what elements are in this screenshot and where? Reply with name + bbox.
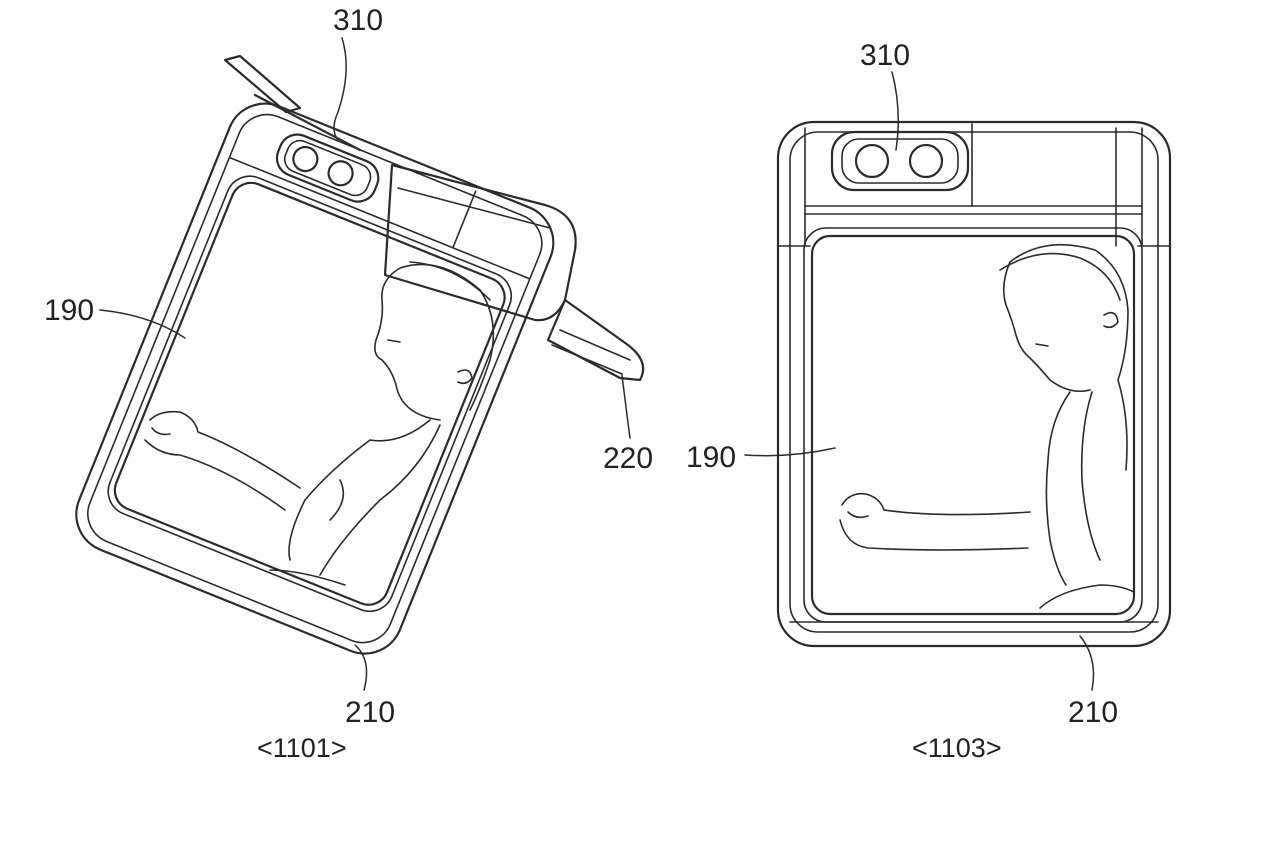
leader-210-1103 (1079, 635, 1095, 691)
display-screen-1101 (113, 181, 506, 606)
figure-caption-1103: <1103> (912, 733, 1002, 763)
camera-lens-icon (292, 145, 319, 173)
label-camera-310: 310 (333, 4, 383, 37)
camera-lens-icon (327, 160, 354, 187)
camera-module-1101 (275, 133, 380, 203)
device-housing-1101 (75, 102, 555, 655)
camera-lens-icon (854, 143, 890, 179)
hinge-stand-220 (546, 298, 645, 382)
figure-1103: 310 190 210 <1103> (686, 39, 1172, 763)
label-camera-310: 310 (860, 39, 910, 72)
person-illustration-1101 (144, 261, 495, 586)
label-display-190: 190 (44, 294, 94, 327)
camera-lens-icon (908, 143, 944, 179)
leader-210-1101 (354, 644, 368, 691)
leader-190-1103 (744, 447, 836, 457)
figure-1101: 310 190 220 210 <1101> (44, 4, 653, 763)
label-housing-210: 210 (345, 696, 395, 729)
label-hinge-stand-220: 220 (603, 442, 653, 475)
leader-220 (621, 374, 631, 439)
leader-310-1101 (333, 37, 347, 141)
leader-190-1101 (99, 309, 186, 339)
label-display-190: 190 (686, 441, 736, 474)
figure-caption-1101: <1101> (257, 733, 347, 763)
label-housing-210: 210 (1068, 696, 1118, 729)
camera-module-1103 (830, 130, 970, 192)
display-screen-1103 (810, 234, 1136, 616)
person-illustration-1103 (839, 243, 1135, 609)
leader-310-1103 (891, 71, 899, 151)
strap-1101 (223, 54, 302, 114)
device-housing-1103 (776, 120, 1172, 648)
rotating-camera-block (383, 163, 577, 322)
